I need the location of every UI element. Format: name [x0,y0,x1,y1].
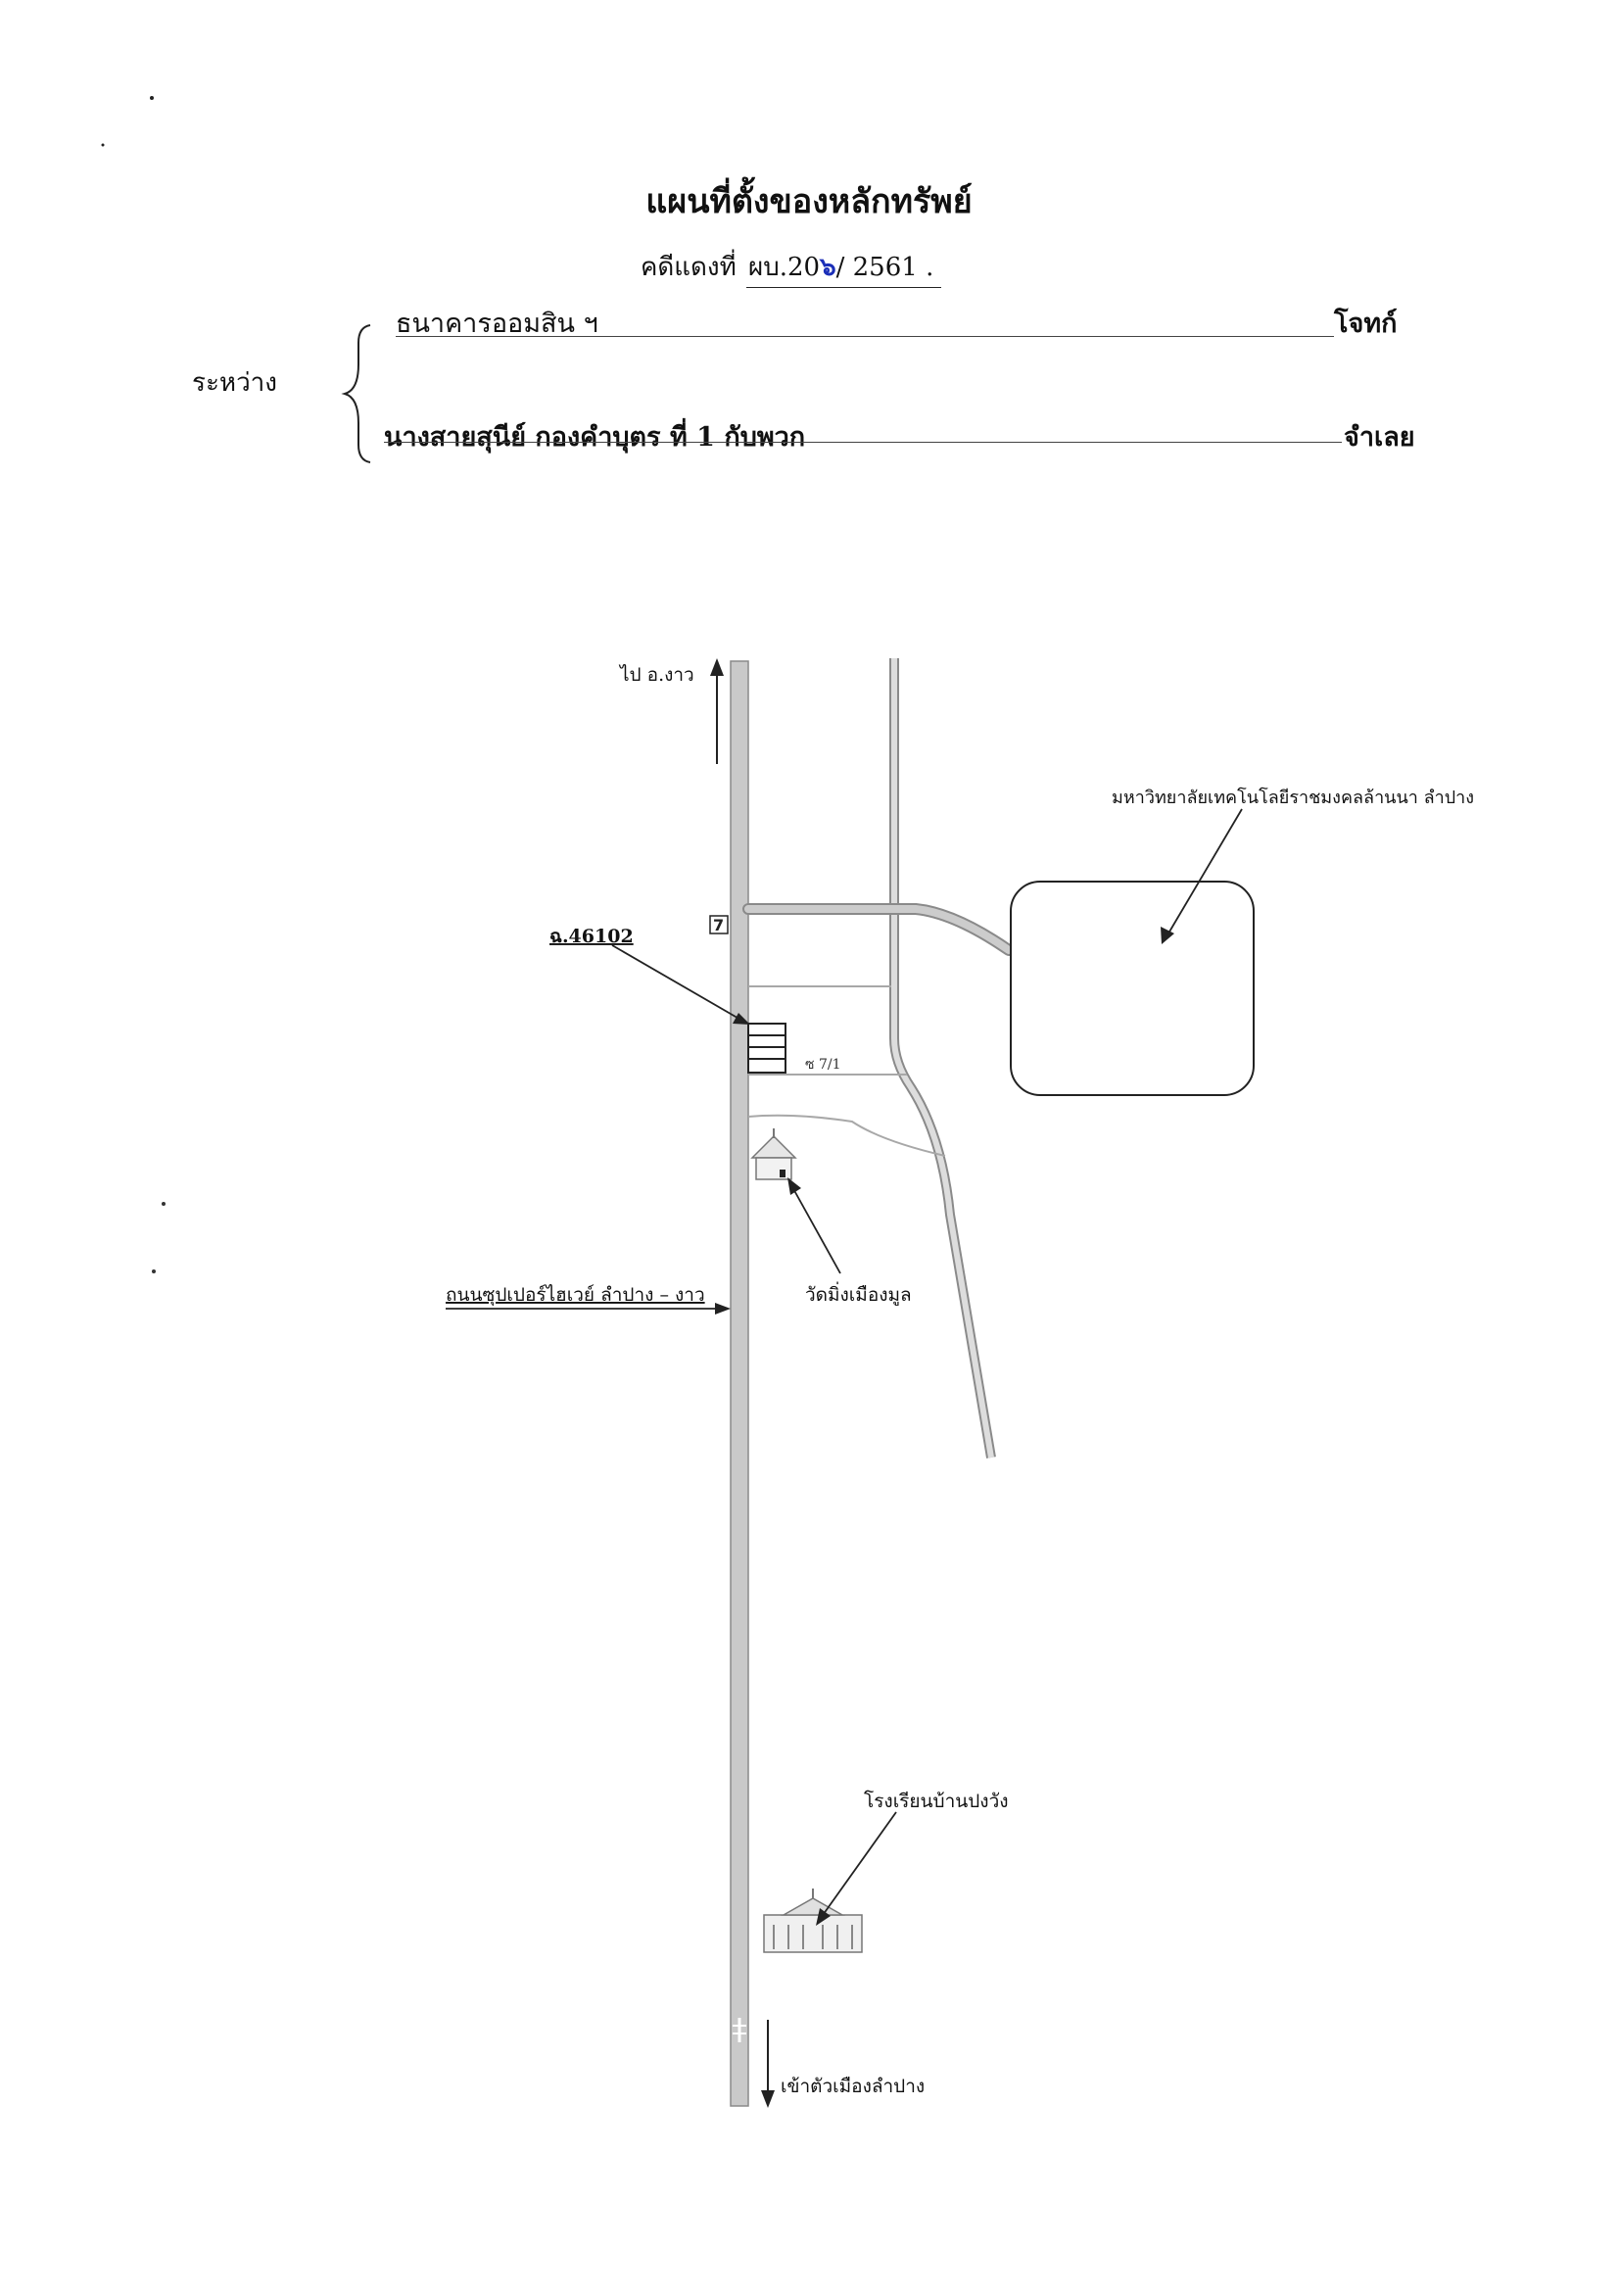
temple-arrow-icon [787,1177,801,1195]
parcel-plot-icon [747,1023,786,1074]
parcel-label: ฉ.46102 [549,926,634,947]
arrow-down-icon [761,2090,775,2108]
defendant-role: จำเลย [1344,422,1415,453]
university-arrow-icon [1161,927,1174,944]
university-building [1010,881,1255,1096]
case-number-prefix: ผบ.20 [748,253,821,282]
soi-label: ซ 7/1 [805,1057,840,1073]
document-title: แผนที่ตั้งของหลักทรัพย์ [645,182,973,221]
school-icon [763,1889,863,1953]
case-number-handwritten-digit: ๖ [820,253,836,282]
convenience-store-icon: 7 [709,915,729,934]
plaintiff-underline [396,336,1334,337]
highway-label: ถนนซุปเปอร์ไฮเวย์ ลำปาง – งาว [446,1284,705,1307]
university-label: มหาวิทยาลัยเทคโนโลยีราชมงคลล้านนา ลำปาง [1112,787,1474,808]
temple-label: วัดมิ่งเมืองมูล [805,1281,912,1306]
brace-icon [341,324,371,463]
plaintiff-role: โจทก์ [1334,309,1398,339]
arrow-up-icon [710,658,724,676]
lane-temple [747,1114,946,1157]
store-glyph: 7 [713,916,724,934]
case-number-suffix: / 2561 . [835,253,934,282]
to-ngao-label: ไป อ.งาว [618,664,694,686]
side-road [889,658,996,1459]
defendant-underline [384,442,1342,443]
to-city-label: เข้าตัวเมืองลำปาง [781,2076,925,2097]
case-number: ผบ.20๖/ 2561 . [746,247,942,288]
parcel-arrow-icon [733,1013,750,1025]
school-label: โรงเรียนบ้านปงวัง [864,1790,1009,1812]
case-number-label: คดีแดงที่ [641,253,737,282]
temple-icon [750,1128,797,1180]
plaintiff-name: ธนาคารออมสิน ฯ [396,309,598,339]
between-label: ระหว่าง [192,368,277,398]
school-arrow-icon [816,1908,831,1926]
defendant-name: นางสายสุนีย์ กองคำบุตร ที่ 1 กับพวก [384,422,806,453]
highway-arrow-icon [715,1303,731,1315]
highway-road [730,660,749,2107]
